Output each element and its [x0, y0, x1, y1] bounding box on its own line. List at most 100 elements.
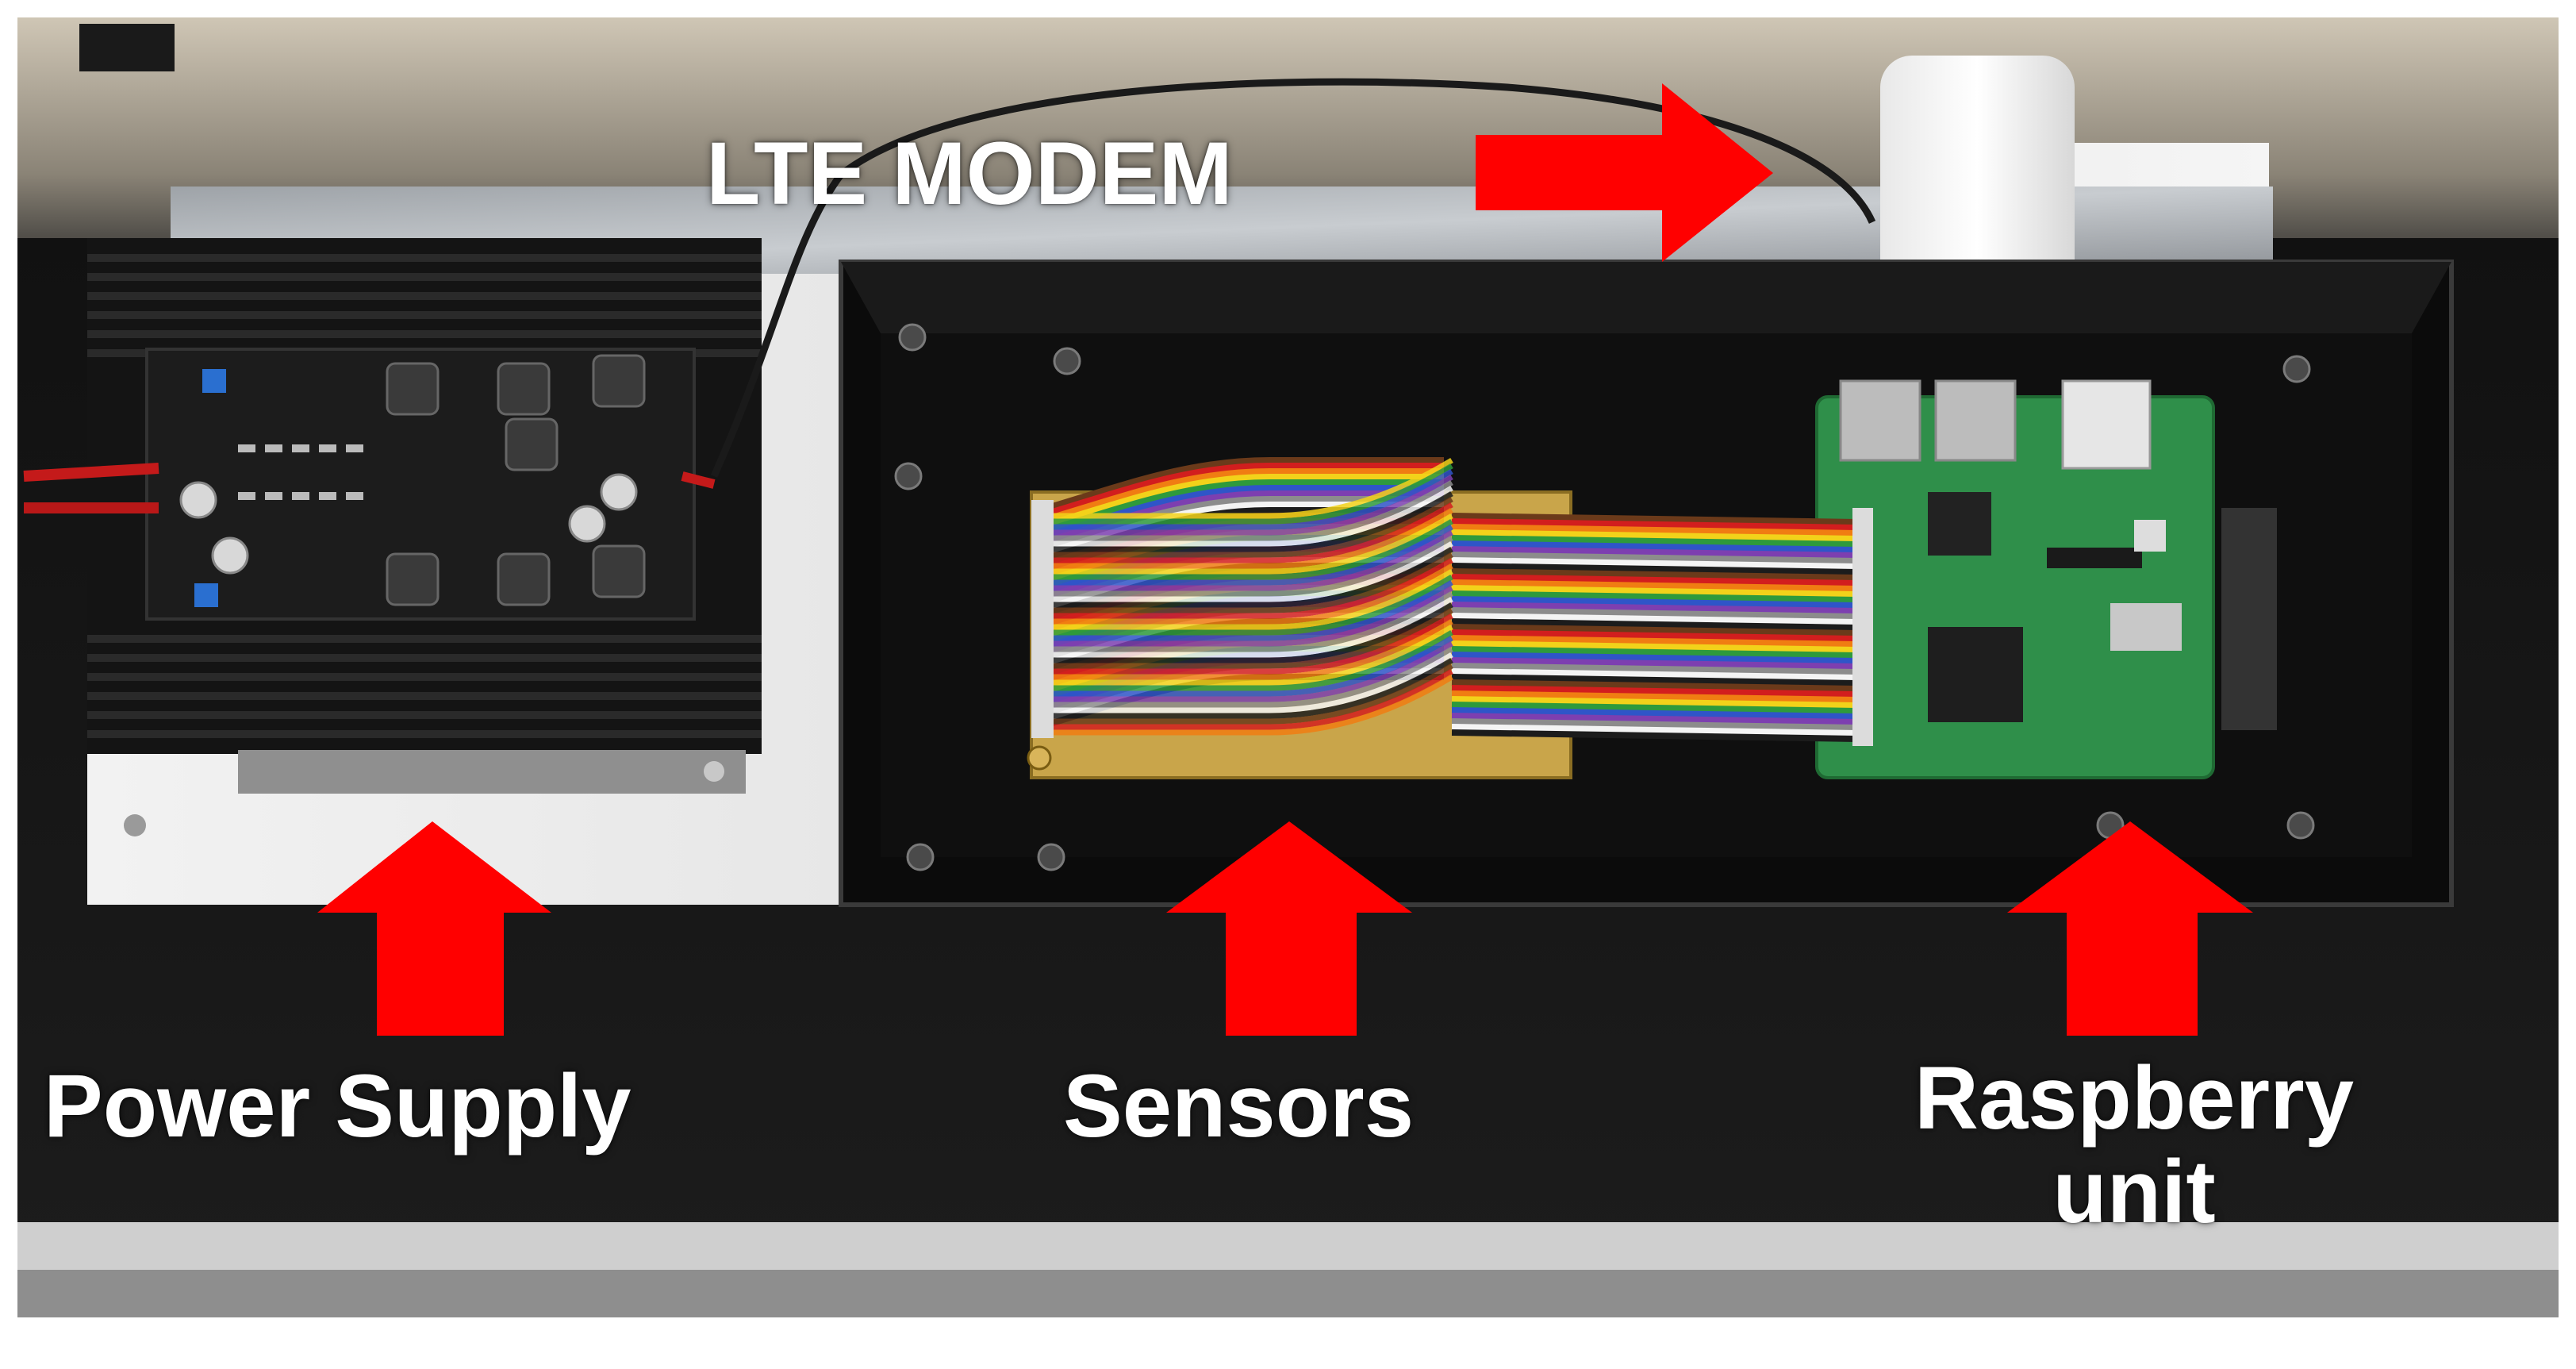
inductor	[386, 552, 440, 606]
capacitor	[179, 481, 217, 519]
arrow-sensors	[1166, 821, 1412, 1036]
ribbon-fold	[1047, 490, 1453, 552]
ribbon-wire	[1046, 457, 1444, 511]
screw	[2286, 811, 2315, 840]
label-raspberry-line2: unit	[2052, 1141, 2216, 1241]
ribbon-fold	[1047, 485, 1453, 547]
capacitor	[211, 536, 249, 575]
ethernet-port	[2061, 379, 2152, 470]
ribbon-wire	[1451, 635, 1857, 648]
heatsink-fin	[87, 692, 762, 700]
side-board	[2221, 508, 2277, 730]
heatsink-fin	[87, 673, 762, 681]
ribbon-fold	[1047, 540, 1453, 602]
antenna-cable	[710, 78, 1876, 478]
ribbon-wire	[1451, 607, 1857, 620]
ribbon-wire	[1451, 685, 1857, 698]
ribbon-wire	[1451, 585, 1857, 598]
mount-screw	[704, 761, 724, 782]
screw	[1037, 843, 1065, 871]
enclosure-screws	[894, 323, 2315, 871]
ribbon-wire	[1451, 552, 1857, 564]
ribbon-wire	[1451, 729, 1857, 742]
ribbon-fold	[1047, 563, 1453, 625]
arrow-raspberry-unit	[2007, 821, 2253, 1036]
arrow-lte-modem	[1476, 83, 1773, 262]
ribbon-fold	[1047, 518, 1453, 580]
ribbon-fold	[1047, 635, 1453, 697]
ribbon-wire	[1451, 546, 1857, 559]
smd-part	[346, 492, 363, 500]
heatsink-fin	[87, 635, 762, 643]
heatsink-fin	[87, 654, 762, 662]
inductor	[505, 417, 559, 471]
smd-part	[346, 444, 363, 452]
ribbon-wire	[1451, 563, 1857, 575]
ribbon-wire	[1451, 529, 1857, 542]
ribbon-wire	[1451, 618, 1857, 631]
ribbon-wire	[1451, 718, 1857, 731]
heatsink-fin	[87, 730, 762, 738]
trimmer-pot	[194, 583, 218, 607]
inductor	[386, 362, 440, 416]
hdmi-port	[2110, 603, 2182, 651]
heatsink-fin	[87, 254, 762, 262]
ribbon-fold	[1047, 618, 1453, 680]
inductor	[592, 544, 646, 598]
bottom-strip	[17, 1270, 2559, 1317]
ribbon-fold	[1047, 590, 1453, 652]
label-lte-modem: LTE MODEM	[706, 124, 1233, 223]
ribbon-fold	[1047, 607, 1453, 669]
smd-part	[319, 492, 336, 500]
ribbon-wire	[1046, 468, 1444, 522]
ribbon-fold	[1047, 629, 1453, 691]
ribbon-wire	[1451, 668, 1857, 681]
ribbon-fold	[1047, 602, 1453, 663]
heatsink-fin	[87, 311, 762, 319]
heatsink-fin	[87, 273, 762, 281]
usb-port	[1839, 379, 1921, 462]
sensor-board-hole	[1027, 745, 1052, 771]
ribbon-fold	[1047, 624, 1453, 686]
label-raspberry-line1: Raspberry	[1914, 1048, 2355, 1148]
ribbon-fold	[1047, 535, 1453, 597]
ribbon-wire	[1451, 674, 1857, 686]
ribbon-fold	[1047, 479, 1453, 541]
ribbon-wire	[1451, 602, 1857, 614]
top-left-clip	[79, 24, 175, 71]
ribbon-fold	[1047, 652, 1453, 713]
ribbon-fold	[1047, 529, 1453, 591]
ribbon-fold	[1047, 557, 1453, 619]
ribbon-fold	[1047, 674, 1453, 736]
ribbon-wire	[1451, 590, 1857, 603]
heatsink-fin	[87, 292, 762, 300]
capacitor	[568, 505, 606, 543]
ribbon-fold	[1047, 468, 1453, 530]
ribbon-fold	[1047, 552, 1453, 613]
ribbon-wire	[1451, 679, 1857, 692]
ribbon-wire	[1451, 518, 1857, 531]
ribbon-wire	[1451, 696, 1857, 709]
smd-part	[265, 444, 282, 452]
ribbon-wire	[1451, 624, 1857, 636]
smd-part	[292, 444, 309, 452]
label-power-supply: Power Supply	[44, 1056, 632, 1156]
screw	[906, 843, 935, 871]
ribbon-cable	[1046, 457, 1857, 742]
ribbon-wire	[1451, 646, 1857, 659]
inductor	[497, 362, 551, 416]
ribbon-fold	[1047, 668, 1453, 730]
ribbon-fold	[1047, 596, 1453, 658]
ribbon-fold	[1047, 568, 1453, 630]
ribbon-wire	[1451, 524, 1857, 536]
ribbon-wire	[1451, 713, 1857, 725]
ribbon-fold	[1047, 474, 1453, 536]
ribbon-wire	[1451, 535, 1857, 548]
inductor	[497, 552, 551, 606]
ribbon-fold	[1047, 502, 1453, 563]
ribbon-wire	[1451, 613, 1857, 625]
capacitor	[600, 473, 638, 511]
trimmer-pot	[202, 369, 226, 393]
smd-part	[238, 444, 255, 452]
